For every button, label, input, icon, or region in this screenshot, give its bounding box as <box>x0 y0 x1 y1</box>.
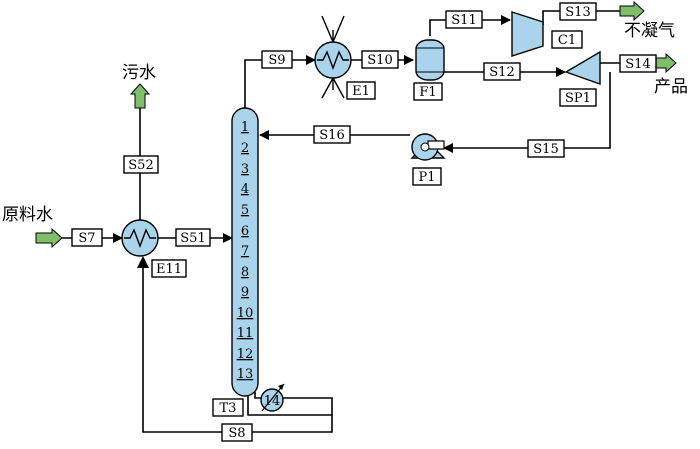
stream-label-s9: S9 <box>261 50 293 69</box>
feed-water-label: 原料水 <box>2 205 53 225</box>
svg-text:E1: E1 <box>352 84 370 99</box>
stream-s8-line <box>142 262 333 433</box>
stream-label-s14: S14 <box>619 54 657 73</box>
noncondensable-gas-label: 不凝气 <box>624 21 675 41</box>
equipment-label-e11: E11 <box>151 259 187 278</box>
stream-label-s11: S11 <box>445 10 483 29</box>
equipment-label-f1: F1 <box>413 82 443 101</box>
stream-label-s51: S51 <box>175 228 211 247</box>
tray-label: 3 <box>241 162 249 177</box>
waste-water-arrow <box>129 83 151 109</box>
svg-text:S15: S15 <box>533 142 558 157</box>
compressor-c1-icon[interactable] <box>511 11 544 57</box>
feed-water-arrow <box>35 227 63 249</box>
noncondensable-arrow <box>619 0 645 22</box>
reboiler-out-line <box>282 397 333 415</box>
stream-s15-line <box>443 72 611 153</box>
svg-text:S7: S7 <box>78 231 95 246</box>
tray-label: 9 <box>241 285 249 300</box>
tray-label: 11 <box>237 326 254 341</box>
heat-exchanger-e11-icon[interactable] <box>121 219 159 257</box>
stream-label-s52: S52 <box>123 155 159 174</box>
pump-p1-icon[interactable] <box>410 133 446 161</box>
tray-label: 6 <box>241 224 249 239</box>
tray-label: 8 <box>241 265 249 280</box>
svg-text:S10: S10 <box>367 53 392 68</box>
tray-label: 13 <box>237 367 254 382</box>
equipment-label-p1: P1 <box>412 167 442 186</box>
product-label: 产品 <box>654 77 688 97</box>
stream-label-s13: S13 <box>559 2 597 21</box>
svg-text:T3: T3 <box>220 401 237 416</box>
svg-text:S14: S14 <box>625 57 650 72</box>
svg-text:S13: S13 <box>565 5 590 20</box>
tray-label: 2 <box>241 141 249 156</box>
tray-label: 1 <box>241 120 249 135</box>
waste-water-label: 污水 <box>122 63 156 83</box>
equipment-label-c1: C1 <box>551 30 583 49</box>
tray-label: 10 <box>237 306 254 321</box>
stream-label-s12: S12 <box>483 62 521 81</box>
equipment-label-e1: E1 <box>346 81 376 100</box>
splitter-sp1-icon[interactable] <box>564 50 601 85</box>
svg-text:S52: S52 <box>128 158 153 173</box>
svg-text:S9: S9 <box>268 53 285 68</box>
stream-label-s16: S16 <box>313 125 351 144</box>
column-tray-labels: 1 2 3 4 5 6 7 8 9 10 11 12 13 <box>237 120 254 382</box>
reboiler-icon[interactable] <box>260 383 285 412</box>
reboiler-stage-label: 14 <box>264 394 281 409</box>
svg-text:S16: S16 <box>319 128 344 143</box>
condenser-e1-icon[interactable] <box>314 15 352 99</box>
svg-text:S8: S8 <box>228 426 245 441</box>
distillation-column-t3-icon[interactable] <box>231 107 259 397</box>
svg-text:S12: S12 <box>489 65 514 80</box>
equipment-label-t3: T3 <box>212 398 244 417</box>
svg-text:E11: E11 <box>156 262 182 277</box>
tray-label: 5 <box>241 203 249 218</box>
stream-s11-line <box>429 15 511 36</box>
tray-label: 7 <box>241 244 249 259</box>
stream-label-s15: S15 <box>527 139 565 158</box>
stream-label-s7: S7 <box>71 228 103 247</box>
svg-text:S11: S11 <box>451 13 476 28</box>
svg-text:S51: S51 <box>180 231 205 246</box>
tray-label: 12 <box>237 347 254 362</box>
equipment-label-sp1: SP1 <box>559 88 597 107</box>
flash-drum-f1-icon[interactable] <box>415 39 445 81</box>
svg-text:SP1: SP1 <box>565 91 591 106</box>
svg-text:F1: F1 <box>419 85 436 100</box>
stream-label-s10: S10 <box>361 50 399 69</box>
svg-text:P1: P1 <box>418 170 435 185</box>
svg-text:C1: C1 <box>558 33 576 48</box>
stream-s8-arrowhead <box>137 256 149 268</box>
tray-label: 4 <box>241 182 249 197</box>
stream-label-s8: S8 <box>221 423 253 442</box>
